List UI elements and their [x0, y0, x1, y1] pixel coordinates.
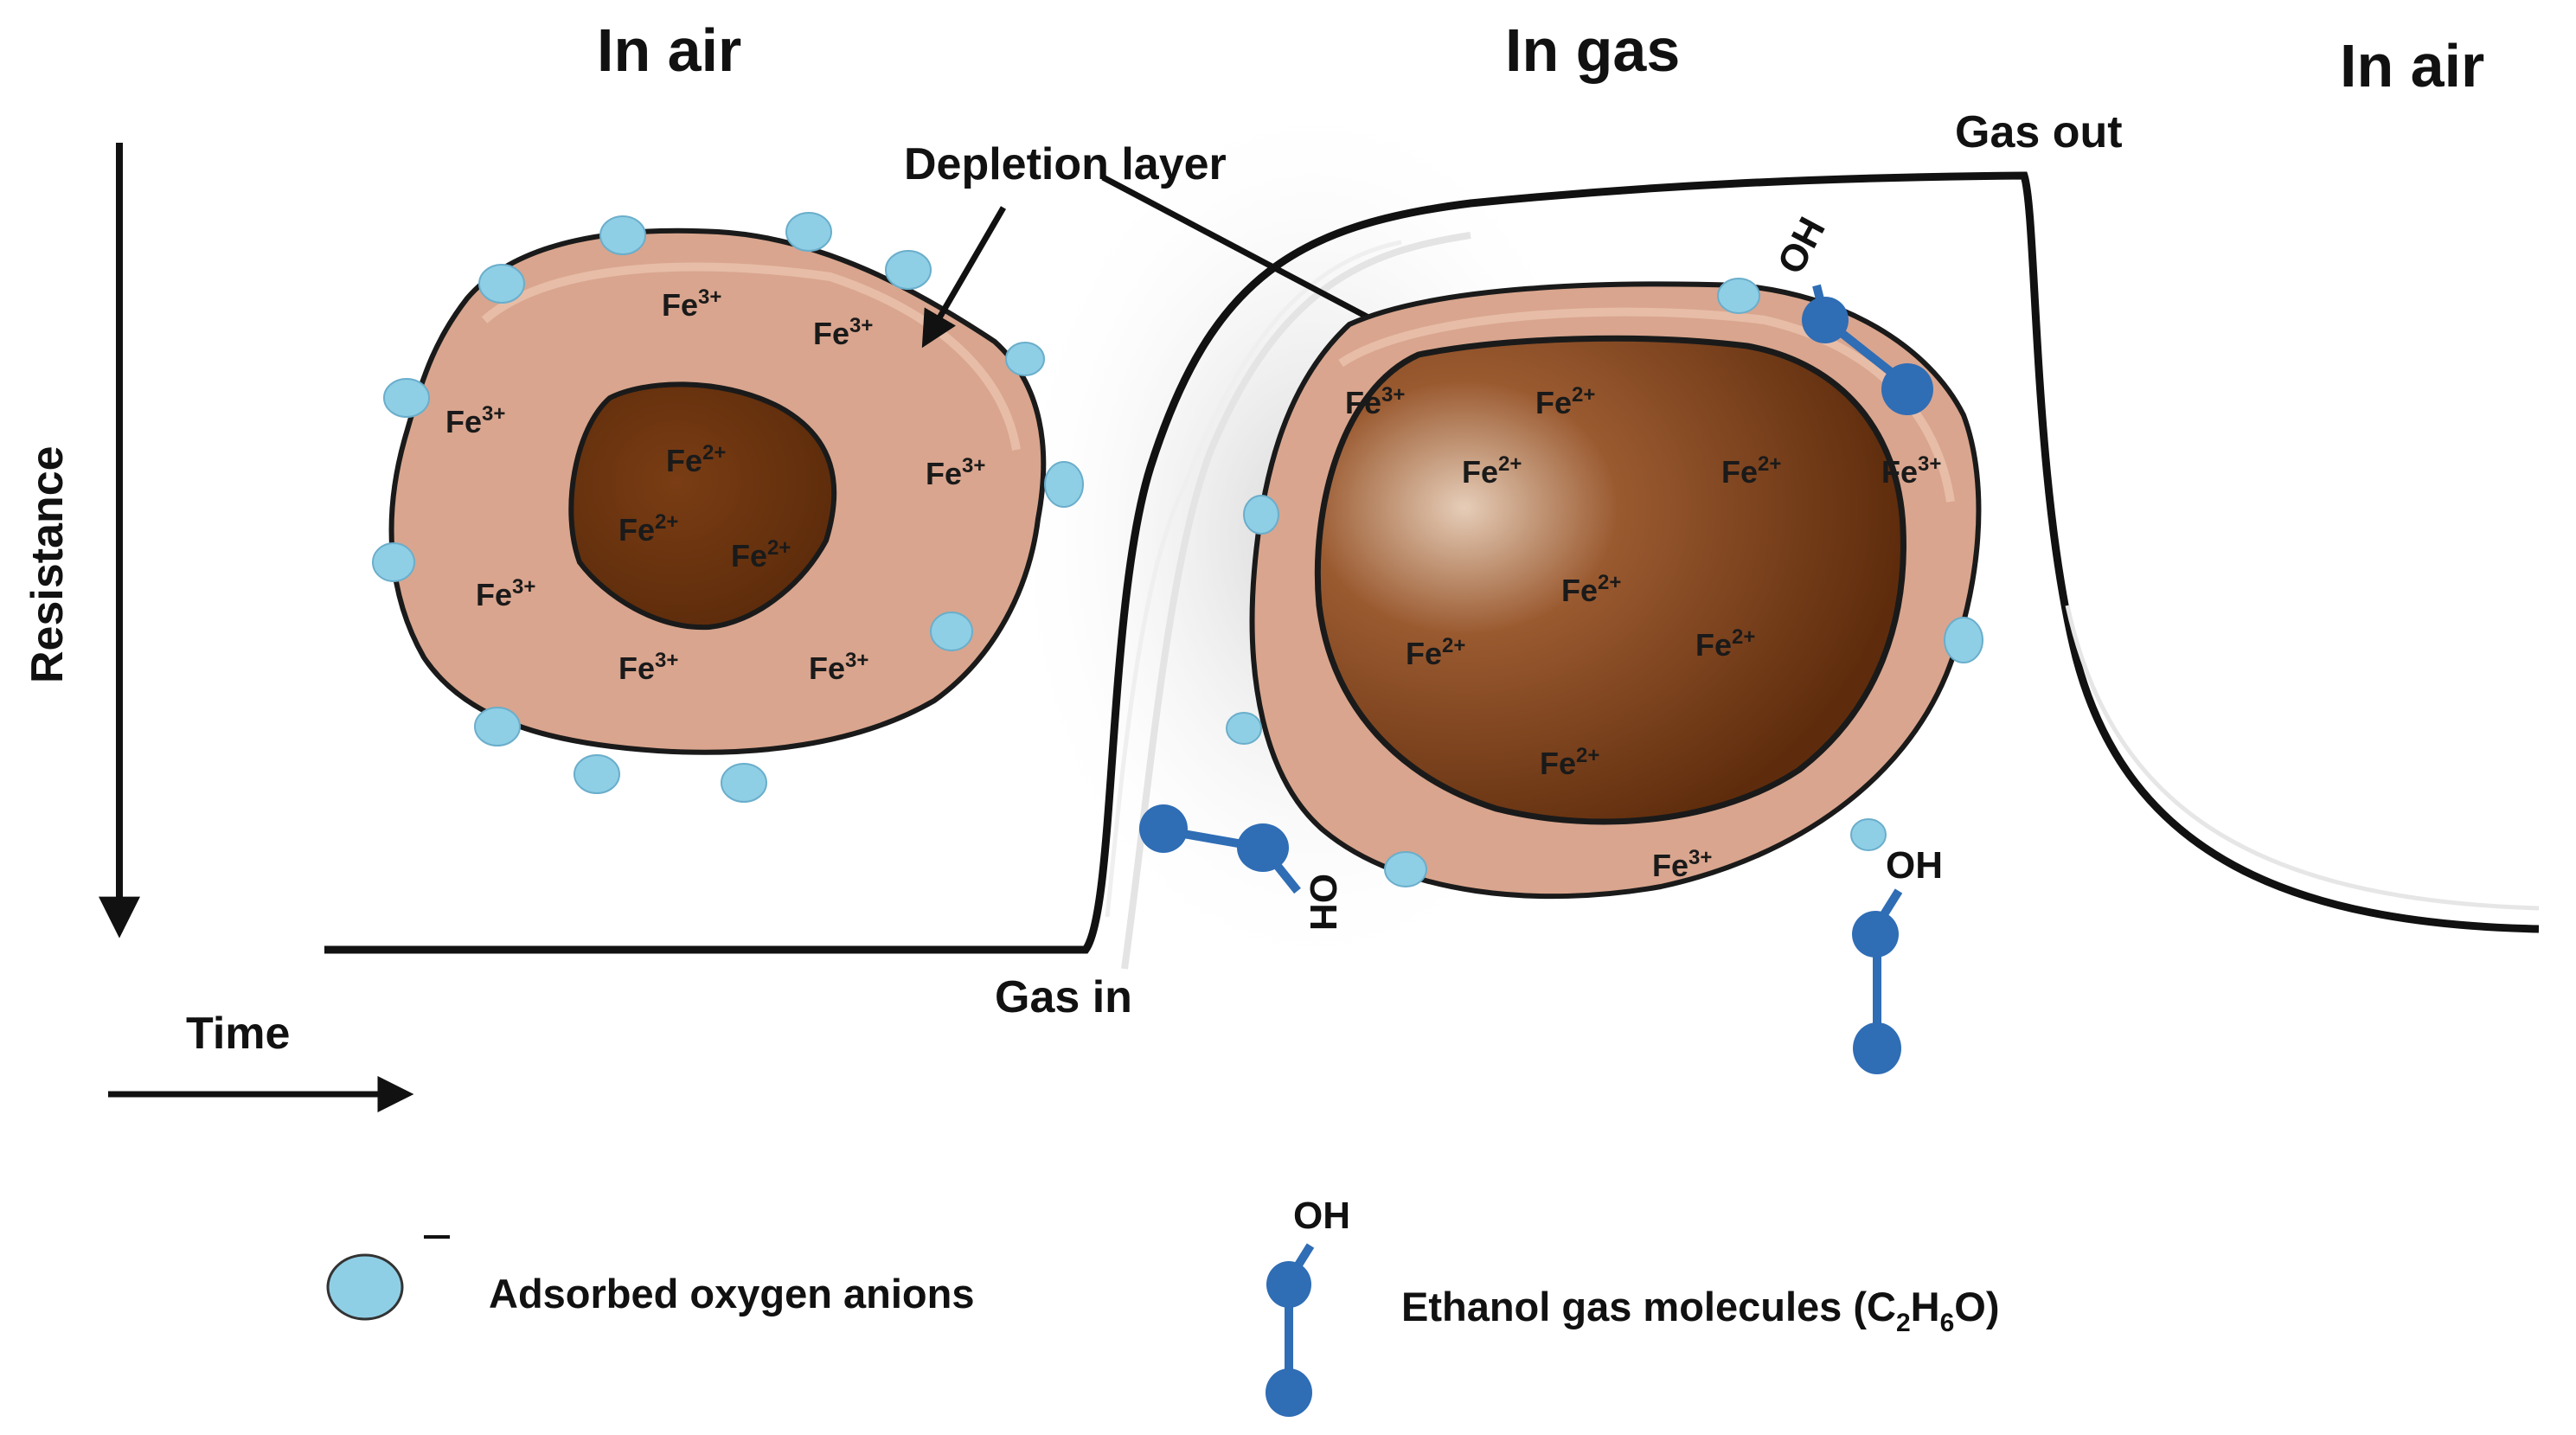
fe2-ion: Fe2+ — [1462, 452, 1522, 490]
oxygen-anion — [1944, 617, 1983, 663]
oxygen-anion — [1717, 278, 1760, 314]
oxygen-anion — [1384, 851, 1427, 887]
oxygen-anion — [574, 754, 620, 794]
oxygen-anion — [1005, 342, 1045, 376]
oxygen-anion-group — [1226, 278, 1983, 887]
oxygen-anion — [372, 542, 415, 582]
oxygen-anion — [383, 378, 430, 418]
phase-label-air-left: In air — [597, 16, 741, 84]
oh-label: OH — [1770, 210, 1834, 280]
ethanol-molecule: OH — [1139, 804, 1344, 931]
resistance-curve — [324, 171, 2540, 970]
oxygen-anion — [930, 612, 973, 651]
oxygen-anion — [1850, 818, 1887, 851]
particle-core — [568, 381, 837, 631]
oxygen-anion — [1044, 461, 1084, 508]
particle-in-gas: Fe2+ Fe2+ Fe2+ Fe2+ Fe2+ Fe2+ Fe2+ Fe3+ … — [1226, 278, 1983, 900]
legend-oxygen-label: Adsorbed oxygen anions — [489, 1271, 974, 1316]
oxygen-anion — [885, 250, 932, 290]
phase-label-gas: In gas — [1505, 16, 1680, 84]
legend-ethanol-label: Ethanol gas molecules (C2H6O) — [1401, 1284, 2000, 1337]
oxygen-anion-group — [372, 212, 1084, 803]
legend: Adsorbed oxygen anions OH Ethanol gas mo… — [326, 1195, 2000, 1417]
oxygen-anion — [785, 212, 832, 252]
oxygen-anion — [474, 707, 521, 746]
fe2-ion: Fe2+ — [1721, 452, 1781, 490]
ethanol-molecule: OH — [1852, 844, 1943, 1074]
oxygen-anion — [721, 763, 767, 803]
oxygen-anion — [599, 215, 646, 255]
depletion-layer-label: Depletion layer — [904, 139, 1227, 189]
legend-ethanol-icon: OH — [1266, 1195, 1350, 1417]
oxygen-anion — [478, 264, 525, 304]
oh-label: OH — [1302, 874, 1344, 931]
fe2-ion: Fe2+ — [666, 441, 726, 478]
resistance-axis-label: Resistance — [22, 445, 73, 683]
particle-in-air: Fe2+ Fe2+ Fe2+ Fe3+ Fe3+ Fe3+ Fe3+ Fe3+ … — [372, 212, 1084, 803]
legend-oxygen-icon — [326, 1253, 404, 1321]
oxygen-anion — [1243, 495, 1279, 535]
fe3-ion: Fe3+ — [813, 314, 873, 351]
legend-oh-label: OH — [1293, 1195, 1350, 1237]
fe2-ion: Fe2+ — [731, 536, 791, 573]
gas-out-label: Gas out — [1955, 107, 2123, 157]
depletion-arrow-right — [1101, 174, 1421, 345]
time-axis-label: Time — [186, 1009, 290, 1059]
fe3-ion: Fe3+ — [476, 575, 535, 612]
oxygen-anion — [1226, 712, 1262, 745]
fe3-ion: Fe3+ — [1345, 383, 1405, 420]
depletion-arrow-left — [921, 206, 1007, 349]
phase-label-air-right: In air — [2340, 32, 2484, 99]
particle-core — [1314, 335, 1906, 825]
oh-label: OH — [1886, 844, 1943, 887]
gas-in-label: Gas in — [995, 972, 1132, 1022]
